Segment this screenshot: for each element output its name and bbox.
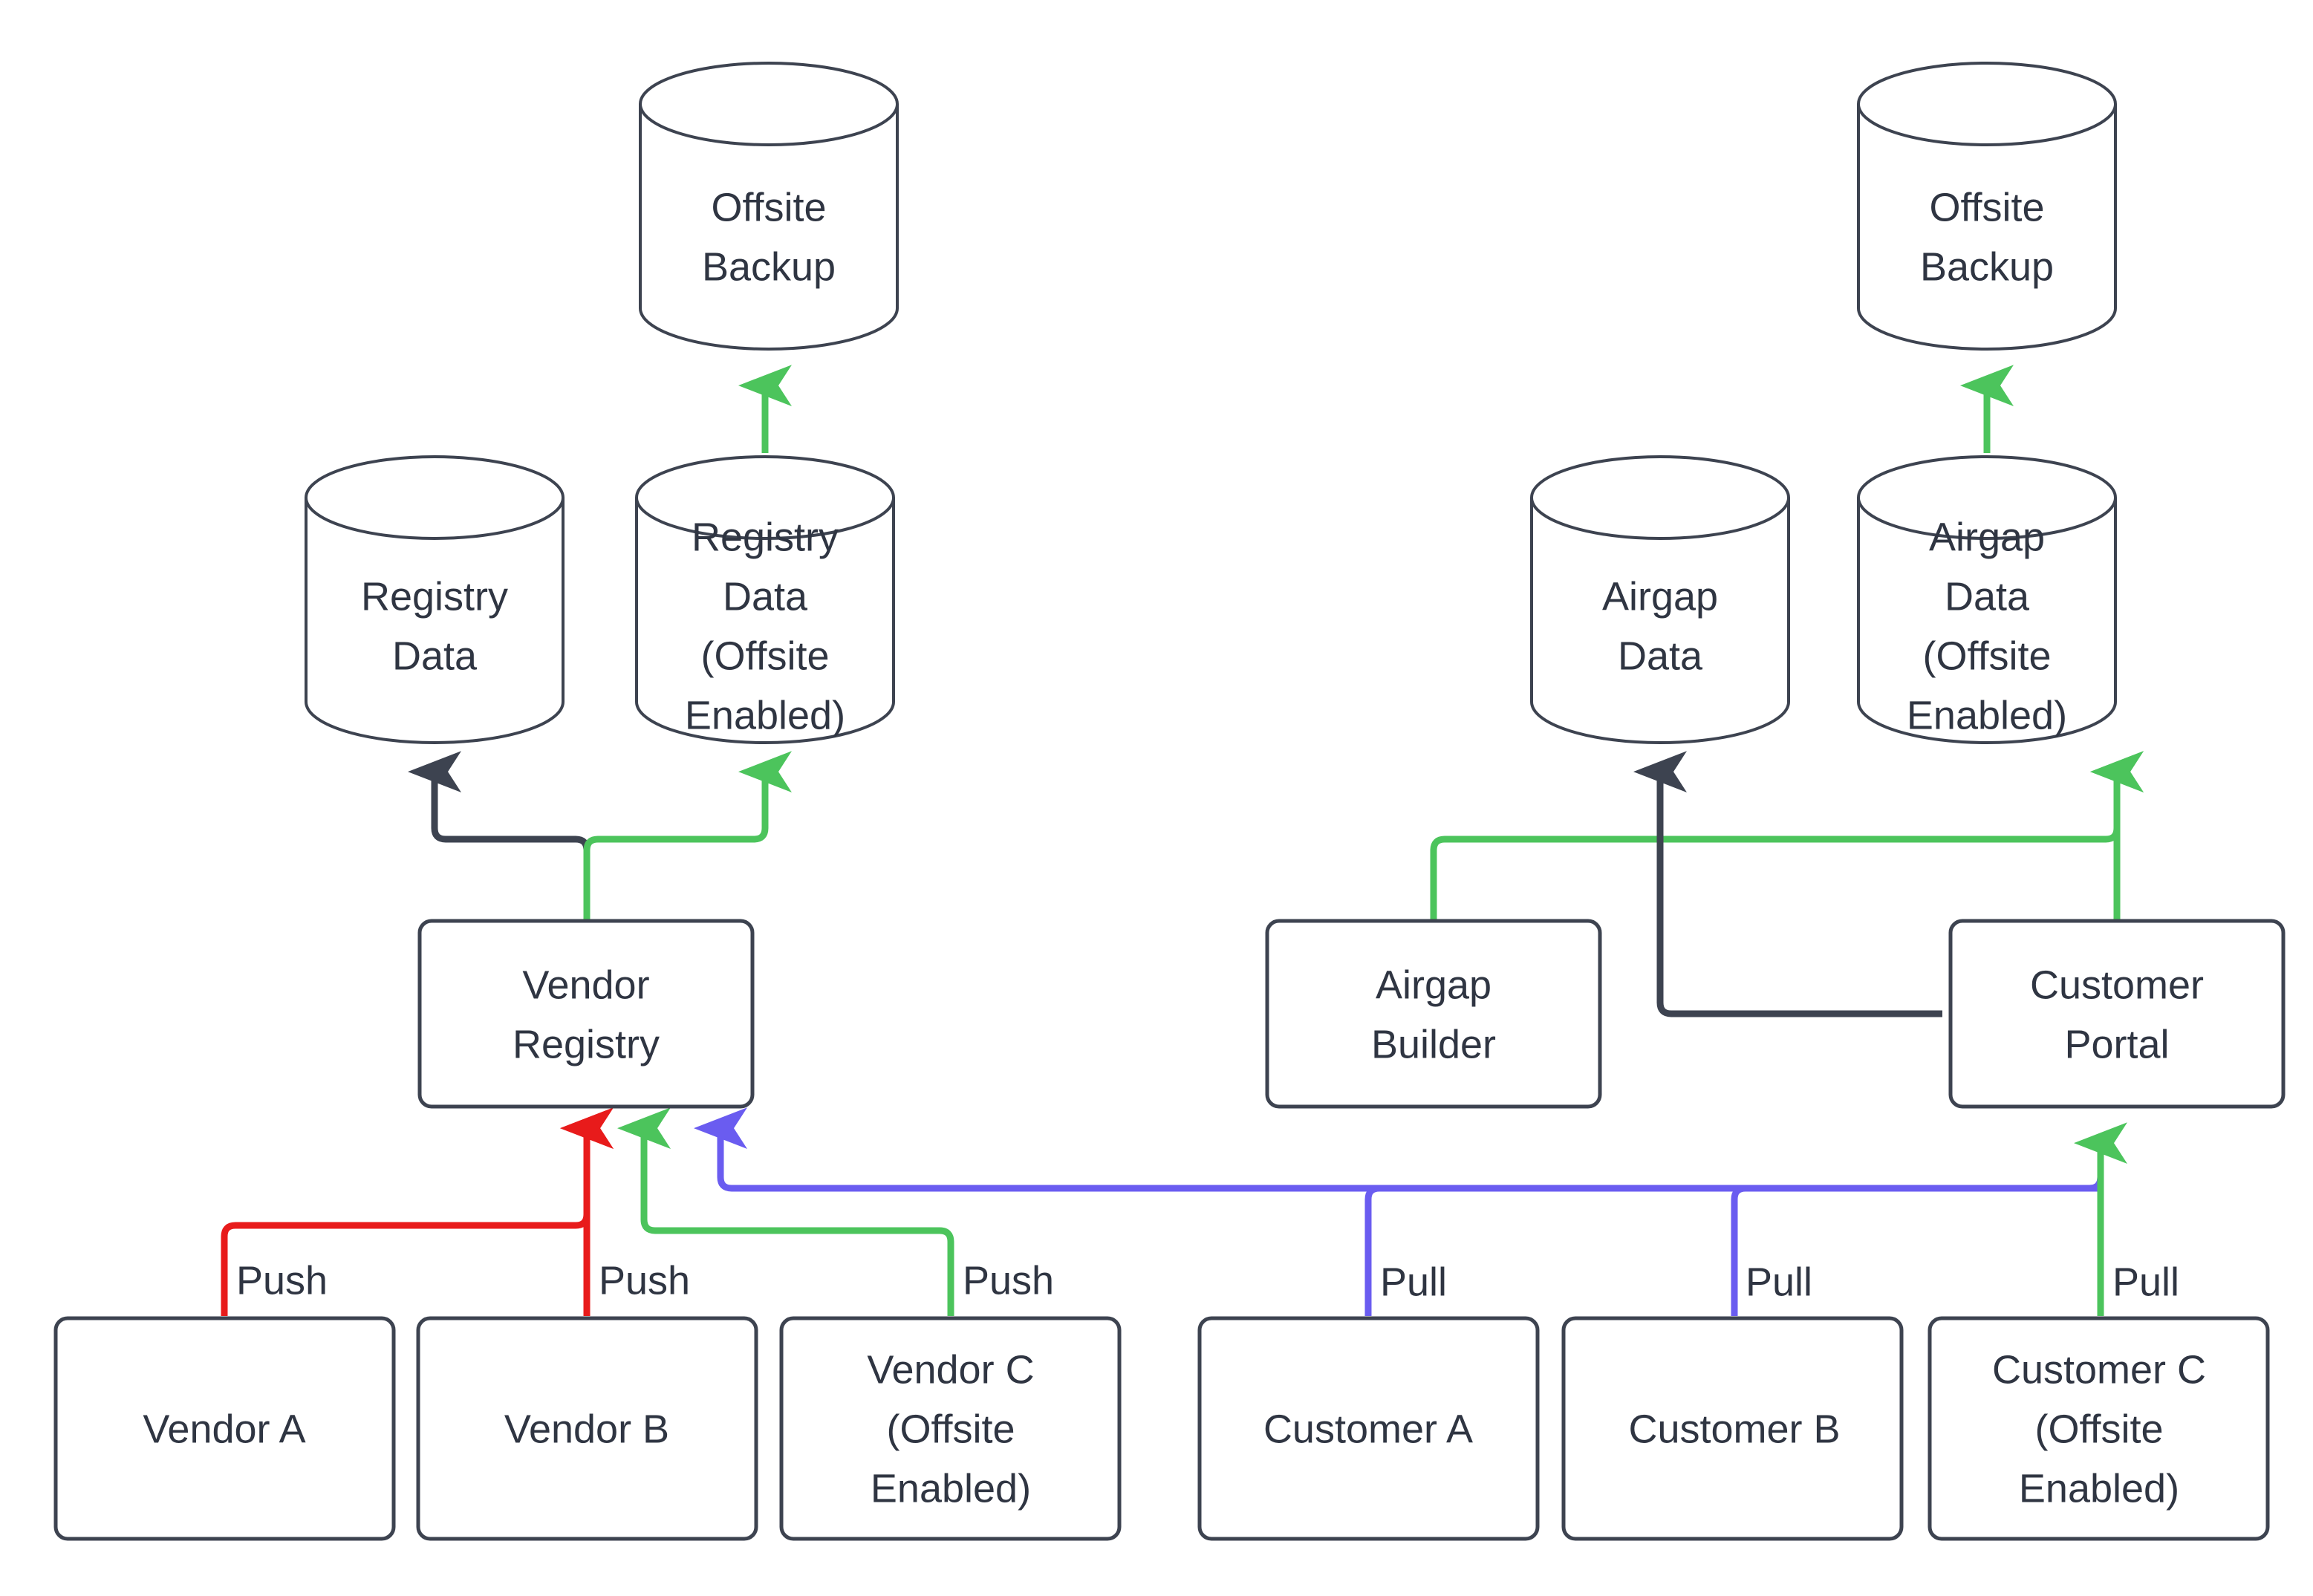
vendor-registry-line1: Vendor [522, 963, 649, 1007]
node-airgap-data-offsite[interactable]: Airgap Data (Offsite Enabled) [1857, 455, 2117, 744]
airgap-data-offsite-line1: Airgap [1929, 515, 2045, 559]
edge-customer-portal-to-vendor-registry [694, 1107, 2104, 1192]
airgap-builder-line2: Builder [1371, 1022, 1496, 1066]
vendor-registry-line2: Registry [513, 1022, 660, 1066]
customer-c-line1: Customer C [1992, 1347, 2206, 1392]
offsite-backup-left-line2: Backup [702, 244, 836, 289]
edge-airgap-builder-to-airgap-data-offsite [1430, 751, 2144, 919]
edge-vendor-c-push [617, 1107, 954, 1316]
node-customer-portal[interactable]: Customer Portal [1948, 919, 2286, 1109]
vendor-c-line3: Enabled) [871, 1466, 1031, 1511]
registry-data-line1: Registry [361, 574, 508, 619]
edge-label-vendor-c-push: Push [963, 1258, 1054, 1303]
airgap-data-offsite-line2: Data [1945, 574, 2030, 619]
node-customer-a[interactable]: Customer A [1197, 1316, 1540, 1541]
airgap-data-line1: Airgap [1602, 574, 1718, 619]
edge-vendor-registry-to-registry-data [408, 751, 591, 919]
vendor-c-line2: (Offsite [886, 1407, 1015, 1451]
edge-label-vendor-b-push: Push [599, 1258, 690, 1303]
node-registry-data-offsite[interactable]: Registry Data (Offsite Enabled) [635, 455, 895, 744]
airgap-data-offsite-line4: Enabled) [1907, 693, 2067, 737]
edge-label-vendor-a-push: Push [236, 1258, 328, 1303]
registry-data-offsite-line1: Registry [692, 515, 839, 559]
customer-portal-line1: Customer [2030, 963, 2204, 1007]
node-vendor-b[interactable]: Vendor B [416, 1316, 758, 1541]
edge-customer-portal-to-airgap-data [1633, 751, 1942, 1017]
node-offsite-backup-right[interactable]: Offsite Backup [1857, 62, 2117, 351]
vendor-a-label: Vendor A [143, 1407, 305, 1451]
node-vendor-registry[interactable]: Vendor Registry [417, 919, 755, 1109]
airgap-data-offsite-line3: (Offsite [1922, 633, 2051, 678]
customer-a-label: Customer A [1263, 1407, 1473, 1451]
edge-label-customer-a-pull: Pull [1380, 1260, 1447, 1304]
vendor-b-label: Vendor B [504, 1407, 669, 1451]
edge-label-customer-b-pull: Pull [1746, 1260, 1812, 1304]
offsite-backup-right-line2: Backup [1920, 244, 2054, 289]
node-vendor-c[interactable]: Vendor C (Offsite Enabled) [779, 1316, 1122, 1541]
airgap-builder-line1: Airgap [1376, 963, 1491, 1007]
edge-label-customer-c-pull: Pull [2112, 1260, 2179, 1304]
customer-c-line3: Enabled) [2019, 1466, 2179, 1511]
customer-c-line2: (Offsite [2034, 1407, 2163, 1451]
node-customer-c[interactable]: Customer C (Offsite Enabled) [1928, 1316, 2270, 1541]
node-airgap-data[interactable]: Airgap Data [1530, 455, 1790, 744]
customer-portal-line2: Portal [2064, 1022, 2169, 1066]
registry-data-line2: Data [392, 633, 478, 678]
registry-data-offsite-line2: Data [723, 574, 808, 619]
node-registry-data[interactable]: Registry Data [305, 455, 565, 744]
customer-b-label: Customer B [1628, 1407, 1840, 1451]
edge-vendor-registry-to-registry-data-offsite [583, 751, 792, 919]
registry-data-offsite-line4: Enabled) [685, 693, 845, 737]
node-vendor-a[interactable]: Vendor A [53, 1316, 396, 1541]
offsite-backup-left-line1: Offsite [711, 185, 826, 229]
registry-data-offsite-line3: (Offsite [700, 633, 829, 678]
airgap-data-line2: Data [1618, 633, 1703, 678]
node-offsite-backup-left[interactable]: Offsite Backup [639, 62, 899, 351]
node-customer-b[interactable]: Customer B [1561, 1316, 1904, 1541]
offsite-backup-right-line1: Offsite [1929, 185, 2044, 229]
vendor-c-line1: Vendor C [867, 1347, 1034, 1392]
node-airgap-builder[interactable]: Airgap Builder [1265, 919, 1602, 1109]
